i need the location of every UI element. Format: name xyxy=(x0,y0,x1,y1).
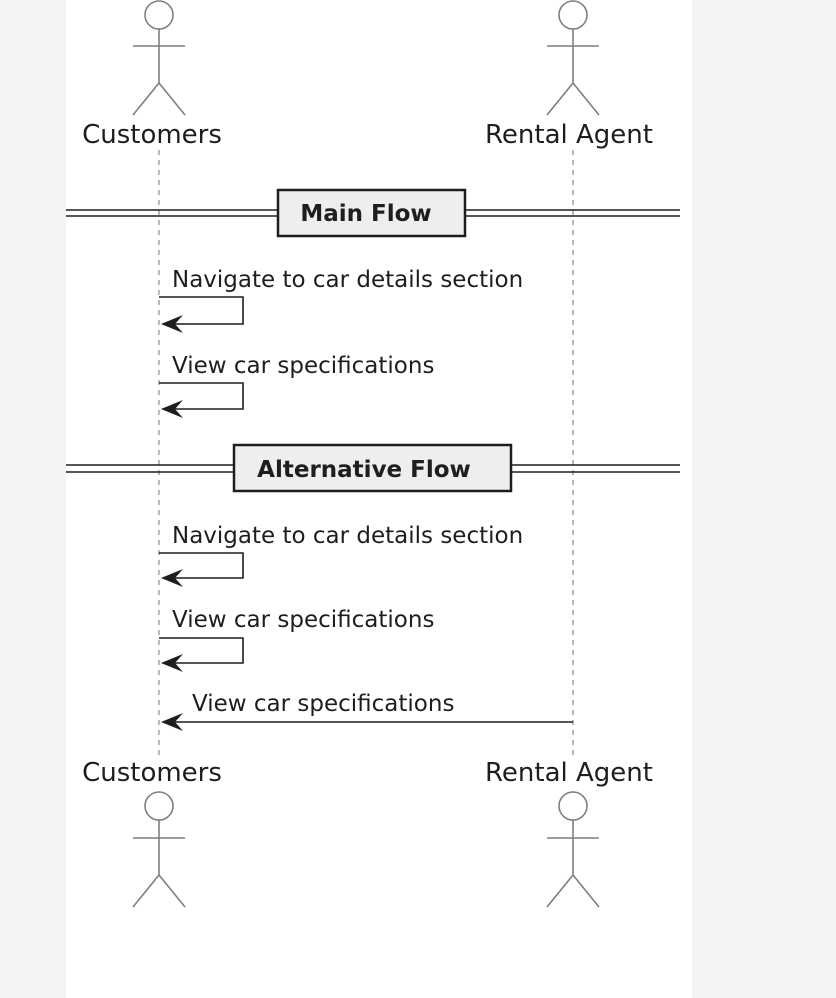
rental-agent-actor-bottom: Rental Agent xyxy=(485,758,653,908)
diagram-background xyxy=(66,0,692,998)
arrowhead-icon xyxy=(161,569,183,587)
arrowhead-icon xyxy=(161,400,183,418)
arrowhead-icon xyxy=(161,713,183,731)
customers-label-top: Customers xyxy=(82,120,222,150)
main-flow-divider: Main Flow xyxy=(66,188,680,238)
customers-actor-bottom: Customers xyxy=(82,758,222,908)
rental-agent-label-bottom: Rental Agent xyxy=(485,758,653,788)
rental-agent-label-top: Rental Agent xyxy=(485,120,653,150)
message-self-view-specs-1: View car specifications xyxy=(159,353,434,418)
message-self-navigate-2: Navigate to car details section xyxy=(159,523,523,587)
message-agent-to-customers: View car specifications xyxy=(161,691,573,731)
message-self-view-specs-2: View car specifications xyxy=(159,607,434,672)
alternative-flow-divider: Alternative Flow xyxy=(66,443,680,493)
arrowhead-icon xyxy=(161,654,183,672)
arrowhead-icon xyxy=(161,315,183,333)
rental-agent-actor-top: Rental Agent xyxy=(485,0,653,150)
message-label: View car specifications xyxy=(172,607,434,633)
customers-label-bottom: Customers xyxy=(82,758,222,788)
rental-agent-actor-icon xyxy=(546,791,600,908)
message-label: View car specifications xyxy=(172,353,434,379)
message-label: Navigate to car details section xyxy=(172,267,523,293)
customers-actor-top: Customers xyxy=(82,0,222,150)
message-self-navigate-1: Navigate to car details section xyxy=(159,267,523,333)
rental-agent-actor-icon xyxy=(546,0,600,116)
main-flow-label: Main Flow xyxy=(300,201,431,227)
message-label: Navigate to car details section xyxy=(172,523,523,549)
customers-actor-icon xyxy=(132,0,186,116)
customers-actor-icon xyxy=(132,791,186,908)
message-label: View car specifications xyxy=(192,691,454,717)
alternative-flow-label: Alternative Flow xyxy=(257,457,471,483)
